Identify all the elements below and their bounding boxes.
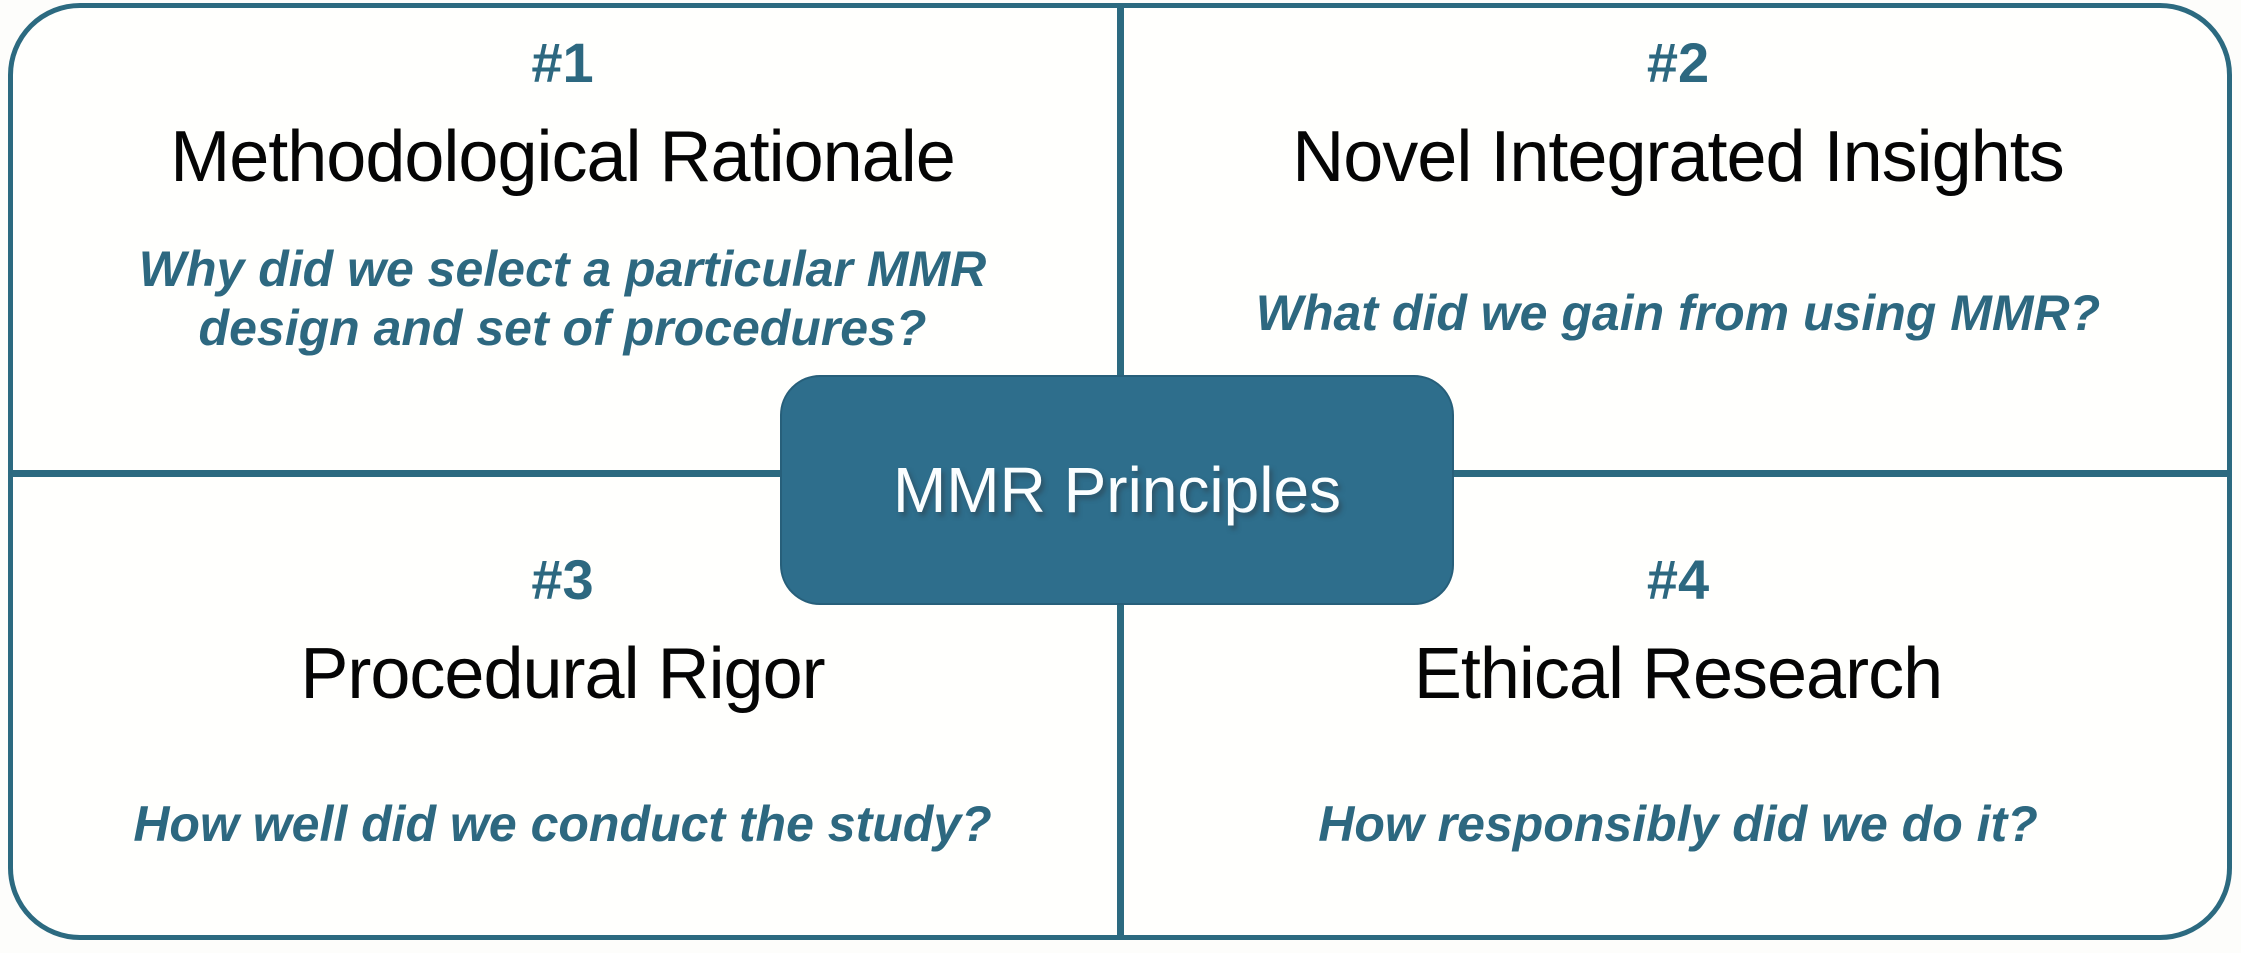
quadrant-procedural-rigor: #3 Procedural Rigor How well did we cond… bbox=[8, 470, 1117, 940]
quadrant-methodological-rationale: #1 Methodological Rationale Why did we s… bbox=[8, 3, 1117, 470]
quadrant-title: Ethical Research bbox=[1413, 634, 1943, 714]
center-badge-label: MMR Principles bbox=[892, 454, 1342, 526]
quadrant-title: Novel Integrated Insights bbox=[1292, 117, 2064, 197]
quadrant-number: #4 bbox=[1646, 548, 1710, 611]
quadrant-title: Procedural Rigor bbox=[300, 634, 825, 714]
quadrant-question: What did we gain from using MMR? bbox=[1255, 285, 2101, 341]
quadrant-number: #3 bbox=[531, 548, 594, 611]
quadrant-novel-integrated-insights: #2 Novel Integrated Insights What did we… bbox=[1124, 3, 2232, 470]
center-badge: MMR Principles bbox=[780, 375, 1454, 605]
quadrant-ethical-research: #4 Ethical Research How responsibly did … bbox=[1124, 470, 2232, 940]
quadrant-title: Methodological Rationale bbox=[170, 117, 956, 197]
quadrant-question: How well did we conduct the study? bbox=[133, 796, 992, 852]
quadrant-number: #1 bbox=[531, 31, 594, 94]
quadrant-number: #2 bbox=[1646, 31, 1710, 94]
quadrant-question: Why did we select a particular MMR desig… bbox=[138, 241, 987, 356]
quadrant-question: How responsibly did we do it? bbox=[1318, 796, 2038, 852]
